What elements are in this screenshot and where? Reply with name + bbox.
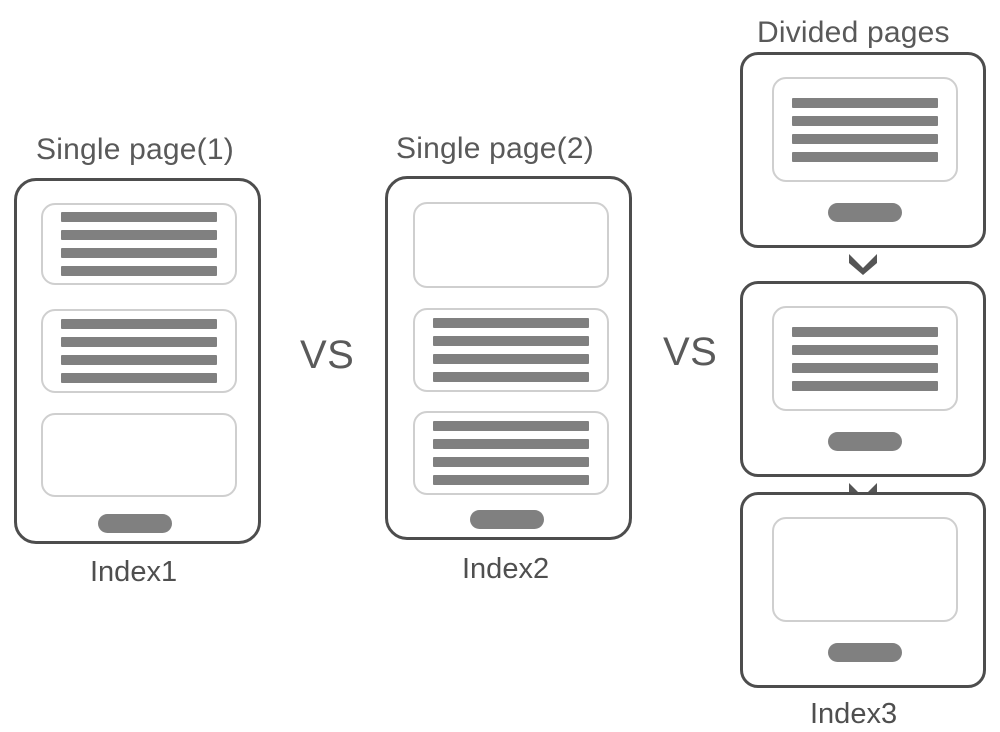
text-line [61, 248, 217, 258]
card-text-lines [774, 79, 956, 180]
text-line [792, 115, 938, 126]
text-line [61, 355, 217, 365]
home-indicator-pill[interactable] [828, 203, 902, 222]
text-line [792, 133, 938, 144]
text-line [792, 344, 938, 355]
card-screen-3-empty[interactable] [772, 517, 958, 622]
device-tablet-screen-2[interactable] [740, 281, 986, 477]
device-tablet-screen-3[interactable] [740, 492, 986, 688]
text-line [792, 326, 938, 337]
card-1-filled[interactable] [41, 203, 237, 285]
text-line [792, 380, 938, 391]
chevron-down-icon [846, 250, 880, 276]
card-text-lines [415, 413, 607, 493]
device-phone-index1[interactable] [14, 178, 261, 544]
text-line [61, 266, 217, 276]
card-2-filled[interactable] [413, 308, 609, 392]
text-line [792, 151, 938, 162]
heading-single-page-2: Single page(2) [396, 132, 594, 165]
text-line [433, 439, 589, 449]
text-line [433, 318, 589, 328]
card-1-empty[interactable] [413, 202, 609, 288]
text-line [433, 372, 589, 382]
text-line [61, 337, 217, 347]
home-indicator-pill[interactable] [828, 643, 902, 662]
text-line [61, 319, 217, 329]
home-indicator-pill[interactable] [470, 510, 544, 529]
device-phone-index2[interactable] [385, 176, 632, 540]
vs-separator-2: VS [663, 330, 718, 374]
card-screen-2-filled[interactable] [772, 306, 958, 411]
text-line [433, 354, 589, 364]
home-indicator-pill[interactable] [98, 514, 172, 533]
home-indicator-pill[interactable] [828, 432, 902, 451]
card-3-filled[interactable] [413, 411, 609, 495]
device-tablet-screen-1[interactable] [740, 52, 986, 248]
heading-divided-pages: Divided pages [757, 16, 950, 49]
text-line [61, 373, 217, 383]
text-line [792, 362, 938, 373]
card-text-lines [415, 310, 607, 390]
card-text-lines [43, 311, 235, 391]
text-line [61, 212, 217, 222]
card-text-lines [43, 205, 235, 283]
text-line [792, 97, 938, 108]
label-index2: Index2 [462, 553, 550, 585]
heading-single-page-1: Single page(1) [36, 133, 234, 166]
text-line [433, 457, 589, 467]
card-3-empty[interactable] [41, 413, 237, 497]
vs-separator-1: VS [300, 333, 355, 377]
label-index3: Index3 [810, 698, 898, 730]
label-index1: Index1 [90, 556, 178, 588]
text-line [433, 336, 589, 346]
text-line [433, 421, 589, 431]
card-text-lines [774, 308, 956, 409]
text-line [433, 475, 589, 485]
text-line [61, 230, 217, 240]
card-screen-1-filled[interactable] [772, 77, 958, 182]
card-2-filled[interactable] [41, 309, 237, 393]
